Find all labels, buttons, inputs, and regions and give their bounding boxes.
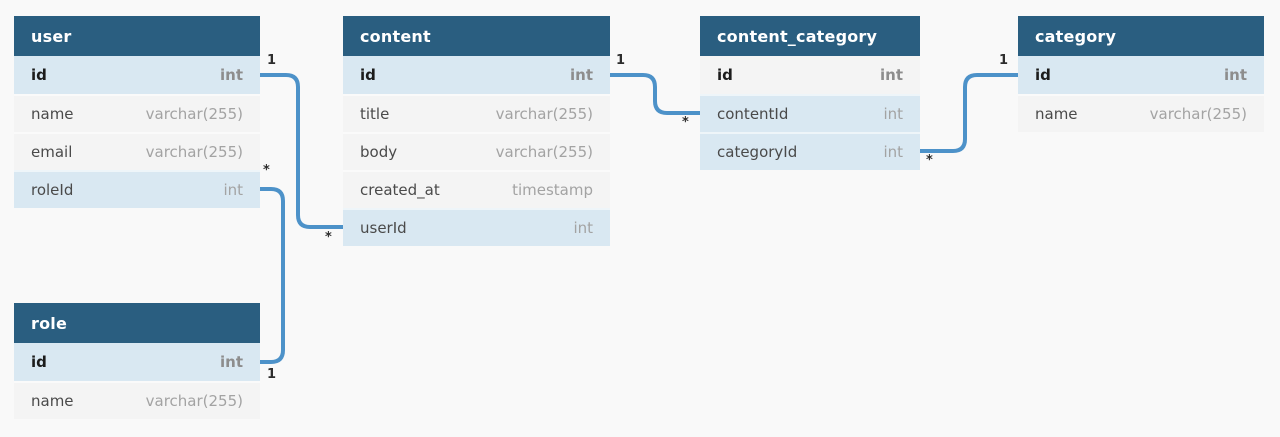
table-content[interactable]: content id int title varchar(255) body varchar… bbox=[343, 16, 610, 246]
table-user[interactable]: user id int name varchar(255) email varchar(25… bbox=[14, 16, 260, 208]
cardinality-label-content_category.categoryId: * bbox=[926, 153, 933, 168]
field-type: varchar(255) bbox=[145, 143, 243, 161]
field-row-content-body: body varchar(255) bbox=[343, 132, 610, 170]
field-name: email bbox=[31, 143, 73, 161]
relationship-line-content.id-to-content_category.contentId[interactable] bbox=[608, 73, 702, 115]
field-name: name bbox=[31, 392, 74, 410]
field-type: int bbox=[570, 66, 593, 84]
field-type: int bbox=[883, 105, 903, 123]
field-name: userId bbox=[360, 219, 407, 237]
field-row-user-id: id int bbox=[14, 56, 260, 94]
table-role[interactable]: role id int name varchar(255) bbox=[14, 303, 260, 419]
field-name: name bbox=[31, 105, 74, 123]
field-name: id bbox=[717, 66, 733, 84]
field-row-content_category-categoryId: categoryId int bbox=[700, 132, 920, 170]
field-row-category-id: id int bbox=[1018, 56, 1264, 94]
field-type: int bbox=[883, 143, 903, 161]
field-type: varchar(255) bbox=[495, 105, 593, 123]
field-type: int bbox=[220, 353, 243, 371]
cardinality-label-content_category.contentId: * bbox=[682, 115, 689, 130]
field-name: categoryId bbox=[717, 143, 798, 161]
cardinality-label-category.id: 1 bbox=[999, 53, 1009, 68]
field-name: id bbox=[1035, 66, 1051, 84]
field-row-role-name: name varchar(255) bbox=[14, 381, 260, 419]
relationship-line-user.roleId-to-role.id[interactable] bbox=[258, 187, 285, 364]
cardinality-label-content.userId: * bbox=[325, 230, 332, 245]
field-row-content_category-contentId: contentId int bbox=[700, 94, 920, 132]
table-category[interactable]: category id int name varchar(255) bbox=[1018, 16, 1264, 132]
table-role-header: role bbox=[14, 303, 260, 343]
field-name: id bbox=[31, 66, 47, 84]
table-name: user bbox=[31, 26, 72, 46]
table-name: content bbox=[360, 26, 431, 46]
field-row-content_category-id: id int bbox=[700, 56, 920, 94]
relationship-line-user.id-to-content.userId[interactable] bbox=[258, 73, 345, 229]
cardinality-label-role.id: 1 bbox=[267, 367, 277, 382]
field-name: id bbox=[31, 353, 47, 371]
field-row-content-created_at: created_at timestamp bbox=[343, 170, 610, 208]
cardinality-label-content.id: 1 bbox=[616, 53, 626, 68]
relationship-line-content_category.categoryId-to-category.id[interactable] bbox=[918, 73, 1020, 153]
cardinality-label-user.id: 1 bbox=[267, 53, 277, 68]
table-name: content_category bbox=[717, 26, 878, 46]
field-type: int bbox=[573, 219, 593, 237]
field-row-user-name: name varchar(255) bbox=[14, 94, 260, 132]
field-name: body bbox=[360, 143, 398, 161]
table-name: role bbox=[31, 313, 68, 333]
table-content-header: content bbox=[343, 16, 610, 56]
field-type: int bbox=[880, 66, 903, 84]
field-name: created_at bbox=[360, 181, 440, 199]
field-type: int bbox=[1224, 66, 1247, 84]
field-name: id bbox=[360, 66, 376, 84]
table-name: category bbox=[1035, 26, 1117, 46]
field-type: timestamp bbox=[512, 181, 593, 199]
field-type: varchar(255) bbox=[495, 143, 593, 161]
field-type: varchar(255) bbox=[145, 105, 243, 123]
field-type: varchar(255) bbox=[145, 392, 243, 410]
field-type: varchar(255) bbox=[1149, 105, 1247, 123]
table-category-header: category bbox=[1018, 16, 1264, 56]
field-row-content-title: title varchar(255) bbox=[343, 94, 610, 132]
field-name: roleId bbox=[31, 181, 74, 199]
field-row-role-id: id int bbox=[14, 343, 260, 381]
table-user-header: user bbox=[14, 16, 260, 56]
field-row-content-id: id int bbox=[343, 56, 610, 94]
cardinality-label-user.roleId: * bbox=[263, 163, 270, 178]
field-name: title bbox=[360, 105, 390, 123]
field-row-category-name: name varchar(255) bbox=[1018, 94, 1264, 132]
field-type: int bbox=[220, 66, 243, 84]
field-row-content-userId: userId int bbox=[343, 208, 610, 246]
field-row-user-roleId: roleId int bbox=[14, 170, 260, 208]
field-type: int bbox=[223, 181, 243, 199]
table-content_category-header: content_category bbox=[700, 16, 920, 56]
field-row-user-email: email varchar(255) bbox=[14, 132, 260, 170]
field-name: contentId bbox=[717, 105, 789, 123]
field-name: name bbox=[1035, 105, 1078, 123]
